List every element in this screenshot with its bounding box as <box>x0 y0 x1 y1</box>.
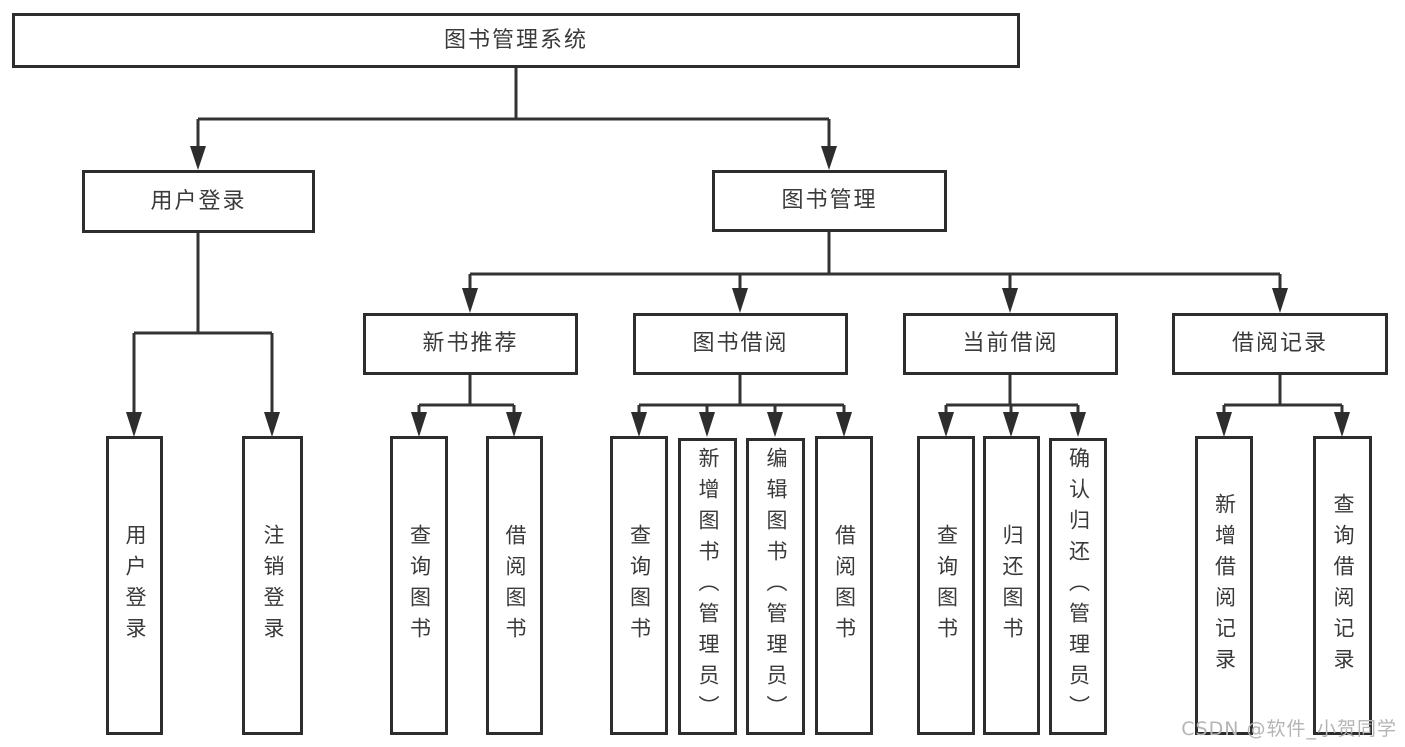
node-borrow-records-label: 借阅记录 <box>1231 331 1328 356</box>
node-user-login: 用户登录 <box>82 170 315 233</box>
csdn-watermark: CSDN @软件_小贺同学 <box>1181 718 1397 740</box>
node-book-management: 图书管理 <box>712 170 947 232</box>
leaf-label: 查询图书 <box>934 523 959 648</box>
leaf-borrow-books-2: 借阅图书 <box>815 436 873 735</box>
leaf-confirm-return-admin: 确认归还（管理员） <box>1049 438 1107 735</box>
leaf-label: 新增图书（管理员） <box>696 447 720 726</box>
leaf-label: 注销登录 <box>261 523 285 648</box>
leaf-query-books-3: 查询图书 <box>917 436 975 735</box>
leaf-label: 用户登录 <box>123 523 147 648</box>
leaf-query-borrow-record: 查询借阅记录 <box>1313 436 1372 735</box>
node-borrow-records: 借阅记录 <box>1172 313 1388 375</box>
leaf-return-books: 归还图书 <box>983 436 1040 735</box>
leaf-add-borrow-record: 新增借阅记录 <box>1195 436 1253 735</box>
leaf-label: 归还图书 <box>1000 523 1024 648</box>
leaf-label: 查询借阅记录 <box>1331 492 1355 679</box>
leaf-query-books-2: 查询图书 <box>610 436 668 735</box>
leaf-logout: 注销登录 <box>242 436 303 735</box>
node-book-management-label: 图书管理 <box>781 188 878 213</box>
leaf-borrow-books-1: 借阅图书 <box>486 436 543 735</box>
node-current-borrow-label: 当前借阅 <box>962 331 1059 356</box>
node-user-login-label: 用户登录 <box>150 188 247 214</box>
leaf-label: 编辑图书（管理员） <box>764 447 788 726</box>
node-new-book-recommend: 新书推荐 <box>363 313 578 375</box>
leaf-label: 借阅图书 <box>832 523 857 648</box>
node-current-borrow: 当前借阅 <box>903 313 1118 375</box>
leaf-edit-books-admin: 编辑图书（管理员） <box>746 438 805 735</box>
node-book-borrow-label: 图书借阅 <box>692 331 789 356</box>
leaf-query-books-1: 查询图书 <box>390 436 448 735</box>
node-book-borrow: 图书借阅 <box>633 313 848 375</box>
leaf-add-books-admin: 新增图书（管理员） <box>678 438 737 735</box>
leaf-label: 确认归还（管理员） <box>1066 447 1091 726</box>
node-root-label: 图书管理系统 <box>443 27 588 53</box>
node-root: 图书管理系统 <box>12 13 1020 68</box>
leaf-label: 查询图书 <box>407 523 432 648</box>
leaf-label: 借阅图书 <box>503 523 527 648</box>
leaf-label: 新增借阅记录 <box>1212 492 1237 679</box>
leaf-user-login: 用户登录 <box>106 436 163 735</box>
node-new-book-recommend-label: 新书推荐 <box>422 331 519 356</box>
leaf-label: 查询图书 <box>627 523 652 648</box>
